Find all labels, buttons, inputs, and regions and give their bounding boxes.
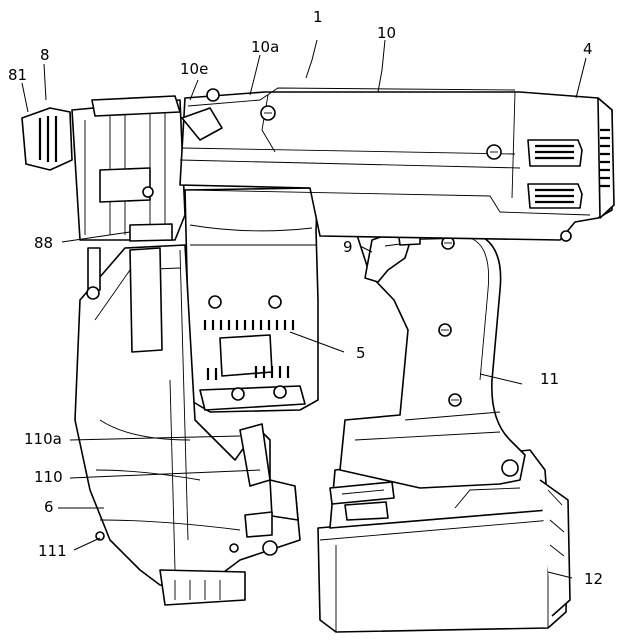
label-10a: 10a <box>251 38 279 56</box>
label-5: 5 <box>356 344 366 362</box>
label-9: 9 <box>343 238 353 256</box>
label-81: 81 <box>8 66 27 84</box>
label-1: 1 <box>313 8 323 26</box>
motor-housing <box>185 188 318 412</box>
label-110a: 110a <box>24 430 62 448</box>
label-8: 8 <box>40 46 50 64</box>
label-10: 10 <box>377 24 396 42</box>
nose-assembly <box>22 96 185 241</box>
label-11: 11 <box>540 370 559 388</box>
label-4: 4 <box>583 40 593 58</box>
label-110: 110 <box>34 468 63 486</box>
label-111: 111 <box>38 542 67 560</box>
label-6: 6 <box>44 498 54 516</box>
label-12: 12 <box>584 570 603 588</box>
label-10e: 10e <box>180 60 208 78</box>
label-88: 88 <box>34 234 53 252</box>
